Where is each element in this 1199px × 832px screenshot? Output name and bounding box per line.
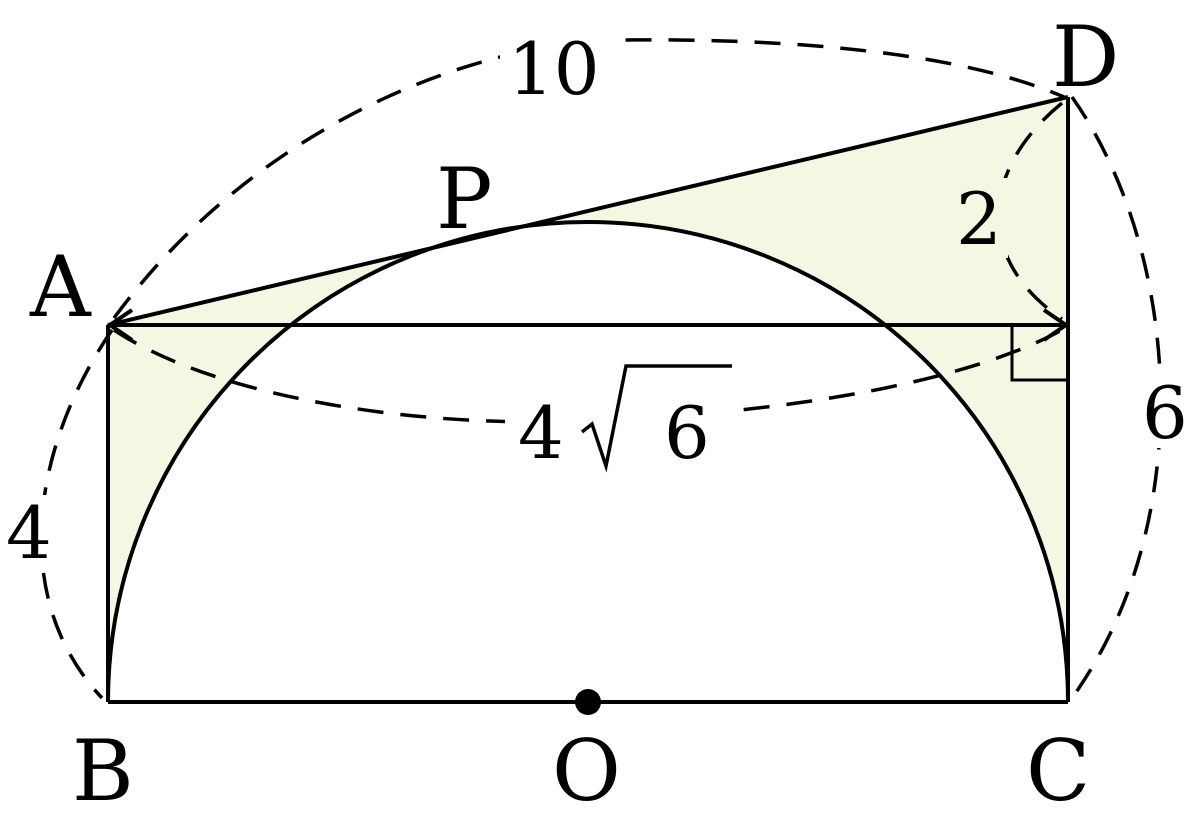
label-point-C: C [1026,722,1090,820]
label-length-CD: 6 [1142,371,1188,455]
label-point-A: A [29,238,92,336]
label-length-AD: 10 [508,27,600,111]
label-bg-CD [1136,370,1194,448]
label-length-AB: 4 [6,491,52,575]
label-bg-AB [2,495,56,571]
label-length-AH-coef: 4 [518,391,564,475]
radical-sign [580,364,732,473]
label-bg-AD [500,20,612,106]
dim-arc-AD [112,38,1065,320]
label-point-D: D [1052,8,1119,106]
segment-AD [107,95,1069,327]
right-angle-mark [1010,325,1068,382]
shaded-region [108,97,1068,702]
center-point-O [575,689,601,715]
label-bg-AH [505,378,740,473]
label-length-AH-radicand: 6 [664,391,710,475]
label-point-O: O [552,722,621,820]
dim-arc-AB [39,329,114,700]
dim-arc-AH [113,328,1063,424]
label-bg-DH [950,178,1008,258]
semicircle-arc [106,220,1070,703]
label-point-B: B [72,722,134,820]
label-point-P: P [436,150,493,248]
label-length-DH: 2 [956,177,1002,261]
